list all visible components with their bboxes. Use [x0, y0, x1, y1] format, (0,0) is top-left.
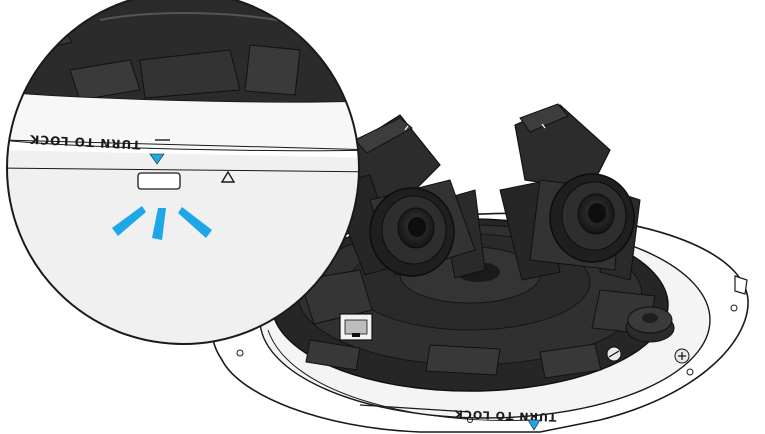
- screw-head: [606, 346, 622, 362]
- down-arrow-icon: [149, 153, 165, 165]
- zoom-inset: TURN TO LOCK: [6, 0, 360, 345]
- down-arrow-icon: [527, 419, 541, 431]
- press-rays-icon: [112, 206, 212, 240]
- triangle-marker-icon: [220, 170, 236, 183]
- release-latch: [137, 172, 181, 190]
- base-lock-label: TURN TO LOCK: [453, 407, 557, 424]
- camera-module-left: [329, 114, 486, 279]
- adjustment-knob: [625, 306, 675, 343]
- camera-module-right: [499, 103, 641, 281]
- ethernet-port-icon: [339, 313, 373, 341]
- base-lock-label-group: TURN TO LOCK: [453, 407, 557, 431]
- screw-head: [674, 348, 690, 364]
- inset-lock-label: TURN TO LOCK: [29, 132, 141, 152]
